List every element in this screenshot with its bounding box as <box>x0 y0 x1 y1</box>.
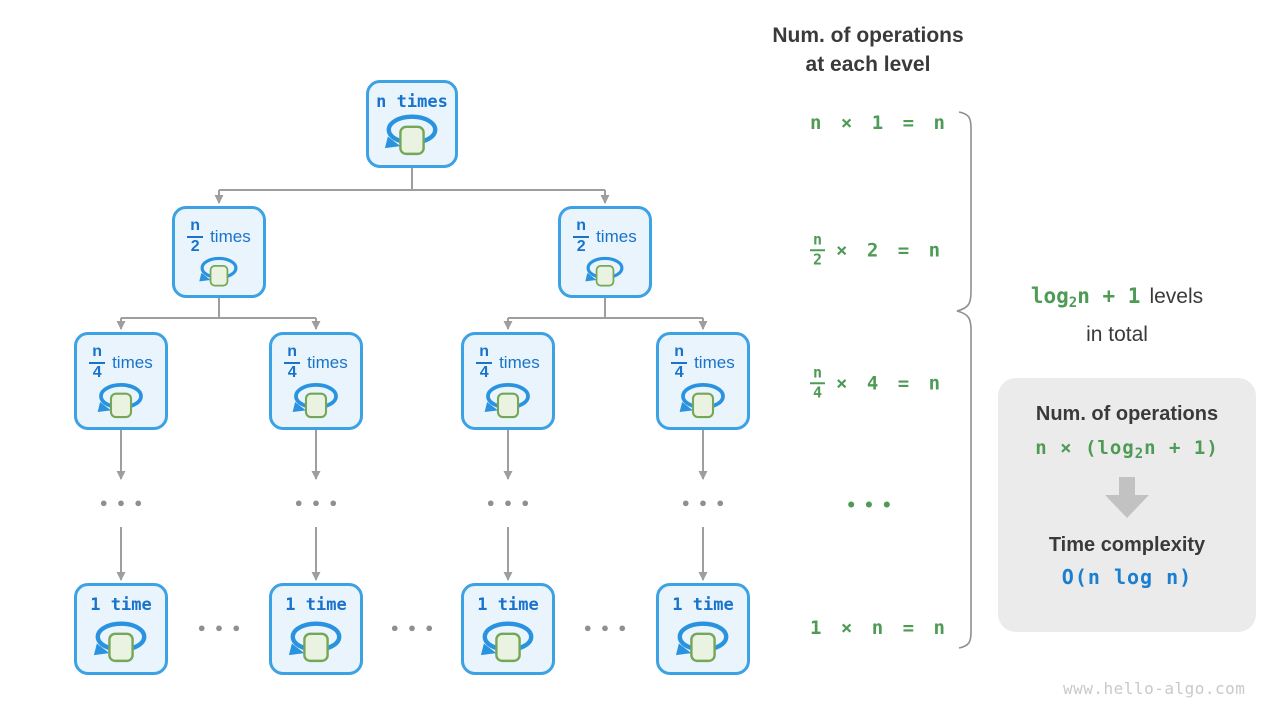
ellipsis-vertical: ••• <box>293 494 346 514</box>
heading-line2: at each level <box>805 53 931 76</box>
tree-node-l4: 1 time <box>656 583 750 675</box>
tree-node-l4: 1 time <box>74 583 168 675</box>
big-o-value: O(n log n) <box>1061 565 1193 589</box>
loop-icon <box>97 382 143 418</box>
loop-icon <box>288 621 342 663</box>
ellipsis-horizontal: ••• <box>582 619 635 639</box>
total-operations-expression: n × (log2n + 1) <box>1035 437 1219 462</box>
heading-line1: Num. of operations <box>772 24 964 47</box>
ellipsis-vertical: ••• <box>680 494 733 514</box>
tree-node-l4: 1 time <box>269 583 363 675</box>
loop-icon <box>384 114 438 156</box>
watermark: www.hello-algo.com <box>1063 679 1246 698</box>
level-ops-formula-5: 1 × n = n <box>810 617 949 639</box>
loop-icon <box>484 382 530 418</box>
loop-icon <box>199 256 238 287</box>
log-levels-expression: log2n + 1 <box>1030 284 1141 311</box>
ellipsis-vertical: ••• <box>485 494 538 514</box>
brace <box>956 111 972 649</box>
ellipsis-formulas: ••• <box>845 496 900 516</box>
node-label: 1 time <box>90 595 152 615</box>
ellipsis-vertical: ••• <box>98 494 151 514</box>
tree-node-l4: 1 time <box>461 583 555 675</box>
node-label: 1 time <box>285 595 347 615</box>
down-block-arrow-icon <box>1105 477 1149 518</box>
loop-icon <box>675 621 729 663</box>
loop-icon <box>679 382 725 418</box>
operations-per-level-heading: Num. of operations at each level <box>753 21 983 79</box>
summary-panel: Num. of operations n × (log2n + 1) Time … <box>998 378 1256 632</box>
loop-icon <box>480 621 534 663</box>
loop-icon <box>292 382 338 418</box>
ellipsis-horizontal: ••• <box>196 619 249 639</box>
tree-node-root: n times <box>366 80 458 168</box>
loop-icon <box>93 621 147 663</box>
loop-icon <box>585 256 624 287</box>
node-label: 1 time <box>477 595 539 615</box>
level-ops-formula-1: n × 1 = n <box>810 112 949 134</box>
time-complexity-label: Time complexity <box>1048 534 1206 556</box>
node-label: 1 time <box>672 595 734 615</box>
summary-title: Num. of operations <box>1035 403 1219 425</box>
ellipsis-horizontal: ••• <box>389 619 442 639</box>
node-label: n times <box>376 92 448 112</box>
levels-total-line2: in total <box>1086 323 1148 346</box>
